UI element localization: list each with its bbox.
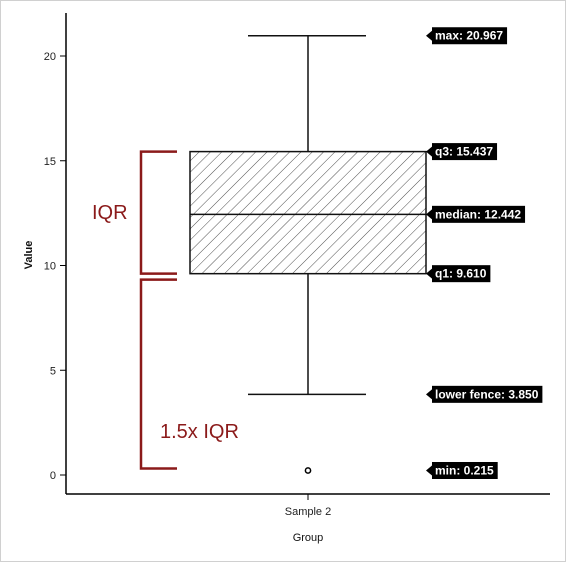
value-label-text: median: 12.442 [435, 207, 521, 221]
value-label-text: max: 20.967 [435, 29, 503, 43]
x-tick-label: Sample 2 [285, 506, 331, 518]
iqr-bracket [139, 150, 177, 275]
y-tick-label: 15 [44, 156, 56, 168]
annotation-layer: IQR 1.5x IQR [92, 150, 239, 470]
outlier-point [304, 467, 312, 474]
y-tick-label: 0 [50, 470, 56, 482]
y-axis-title: Value [23, 241, 35, 270]
value-label-q3: q3: 15.437 [426, 143, 498, 161]
value-label-background [432, 143, 498, 161]
fence-span-label: 1.5x IQR [160, 421, 239, 443]
value-label-text: lower fence: 3.850 [435, 387, 539, 401]
value-label-lower-fence: lower fence: 3.850 [426, 385, 543, 403]
value-label-background [432, 265, 491, 283]
value-label-pointer [426, 389, 432, 400]
value-label-background [432, 205, 526, 223]
value-label-text: min: 0.215 [435, 463, 494, 477]
value-label-pointer [426, 146, 432, 157]
y-axis-ticks: 0 5 10 15 20 [44, 51, 66, 482]
fence-span-bracket [139, 278, 177, 470]
value-label-text: q1: 9.610 [435, 267, 487, 281]
value-label-pointer [426, 209, 432, 220]
value-label-layer: max: 20.967 q3: 15.437 median: 12.442 q1: 9… [426, 27, 543, 479]
y-tick-label: 5 [50, 365, 56, 377]
value-label-max: max: 20.967 [426, 27, 508, 45]
iqr-label: IQR [92, 202, 128, 224]
value-label-median: median: 12.442 [426, 205, 526, 223]
y-tick-label: 10 [44, 261, 56, 273]
value-label-pointer [426, 268, 432, 279]
value-label-background [432, 385, 543, 403]
x-axis-ticks: Sample 2 [285, 494, 331, 518]
x-axis-title: Group [293, 532, 324, 544]
y-tick-label: 20 [44, 51, 56, 63]
value-label-background [432, 461, 498, 479]
value-label-background [432, 27, 508, 45]
box-layer [189, 34, 427, 474]
value-label-q1: q1: 9.610 [426, 265, 491, 283]
value-label-min: min: 0.215 [426, 461, 498, 479]
value-label-pointer [426, 465, 432, 476]
iqr-box [189, 150, 427, 275]
value-label-pointer [426, 30, 432, 41]
value-label-text: q3: 15.437 [435, 145, 493, 159]
